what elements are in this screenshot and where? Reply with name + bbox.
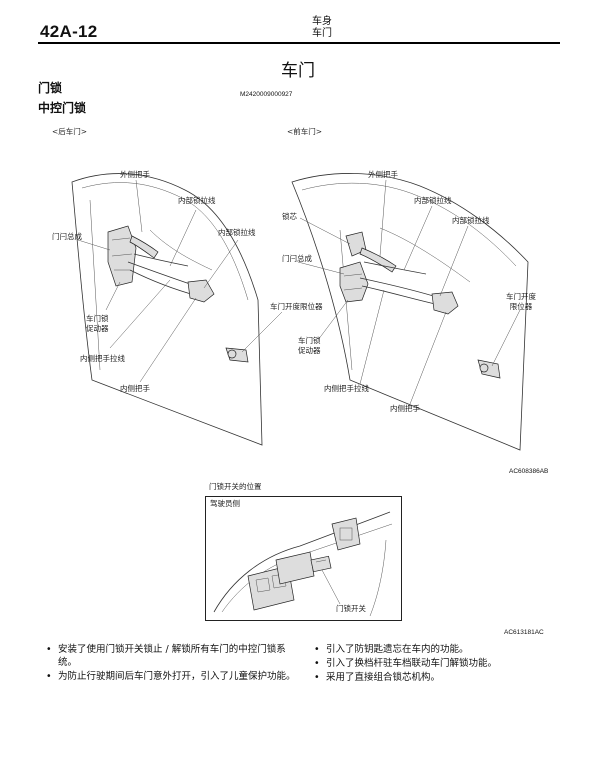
section-name: 车身 (312, 16, 332, 27)
rear-label-actuator: 车门锁 促动器 (86, 314, 109, 333)
heading-central-lock: 中控门锁 (38, 101, 87, 115)
inset-side-label: 驾驶员侧 (210, 499, 240, 508)
bullet-list-left: 安装了使用门锁开关锁止 / 解锁所有车门的中控门锁系统。 为防止行驶期间后车门意… (44, 643, 299, 684)
rear-label-outside-handle: 外侧把手 (120, 170, 150, 179)
rear-label-inside-handle: 内侧把手 (120, 384, 150, 393)
inset-caption: 门锁开关的位置 (209, 482, 262, 491)
subsection-name: 车门 (312, 28, 332, 39)
section-header: 车身 车门 (292, 16, 352, 40)
front-label-inner-lock-cable: 内部锁拉线 (414, 196, 452, 205)
rear-label-latch-assembly: 门闩总成 (52, 232, 82, 241)
inset-switch-drawing (213, 511, 393, 617)
rear-door-caption: <后车门> (52, 127, 88, 136)
list-item: 采用了直接组合锁芯机构。 (312, 671, 552, 684)
front-label-inside-handle-cable: 内侧把手拉线 (324, 384, 369, 393)
figure-ref-code: AC608386AB (509, 468, 549, 475)
document-code: M2420009000927 (240, 91, 293, 98)
heading-door-lock: 门锁 (38, 81, 63, 95)
header-rule (38, 42, 560, 44)
front-label-inner-lock-cable-2: 内部锁拉线 (452, 216, 490, 225)
front-label-key-cylinder: 锁芯 (282, 212, 297, 221)
bullet-list-right: 引入了防钥匙遗忘在车内的功能。 引入了换档杆驻车档联动车门解锁功能。 采用了直接… (312, 643, 552, 685)
page-number: 42A-12 (40, 22, 98, 41)
page-title: 车门 (281, 61, 315, 81)
list-item: 安装了使用门锁开关锁止 / 解锁所有车门的中控门锁系统。 (44, 643, 299, 669)
rear-label-inside-handle-cable: 内侧把手拉线 (80, 354, 125, 363)
inset-frame (205, 496, 402, 621)
list-item: 为防止行驶期间后车门意外打开，引入了儿童保护功能。 (44, 670, 299, 683)
front-label-latch-assembly: 门闩总成 (282, 254, 312, 263)
rear-door-drawing (71, 173, 283, 446)
front-door-drawing (291, 173, 529, 451)
front-label-inside-handle: 内侧把手 (390, 404, 420, 413)
rear-label-inner-lock-cable: 内部锁拉线 (178, 196, 216, 205)
list-item: 引入了换档杆驻车档联动车门解锁功能。 (312, 657, 552, 670)
rear-label-door-check: 车门开度限位器 (270, 302, 323, 311)
front-label-outside-handle: 外侧把手 (368, 170, 398, 179)
list-item: 引入了防钥匙遗忘在车内的功能。 (312, 643, 552, 656)
inset-switch-label: 门锁开关 (336, 604, 366, 613)
front-label-door-check: 车门开度 限位器 (506, 292, 536, 311)
inset-ref-code: AC613181AC (504, 629, 544, 636)
front-label-actuator: 车门锁 促动器 (298, 336, 321, 355)
front-door-caption: <前车门> (287, 127, 323, 136)
rear-label-inner-lock-cable-2: 内部锁拉线 (218, 228, 256, 237)
